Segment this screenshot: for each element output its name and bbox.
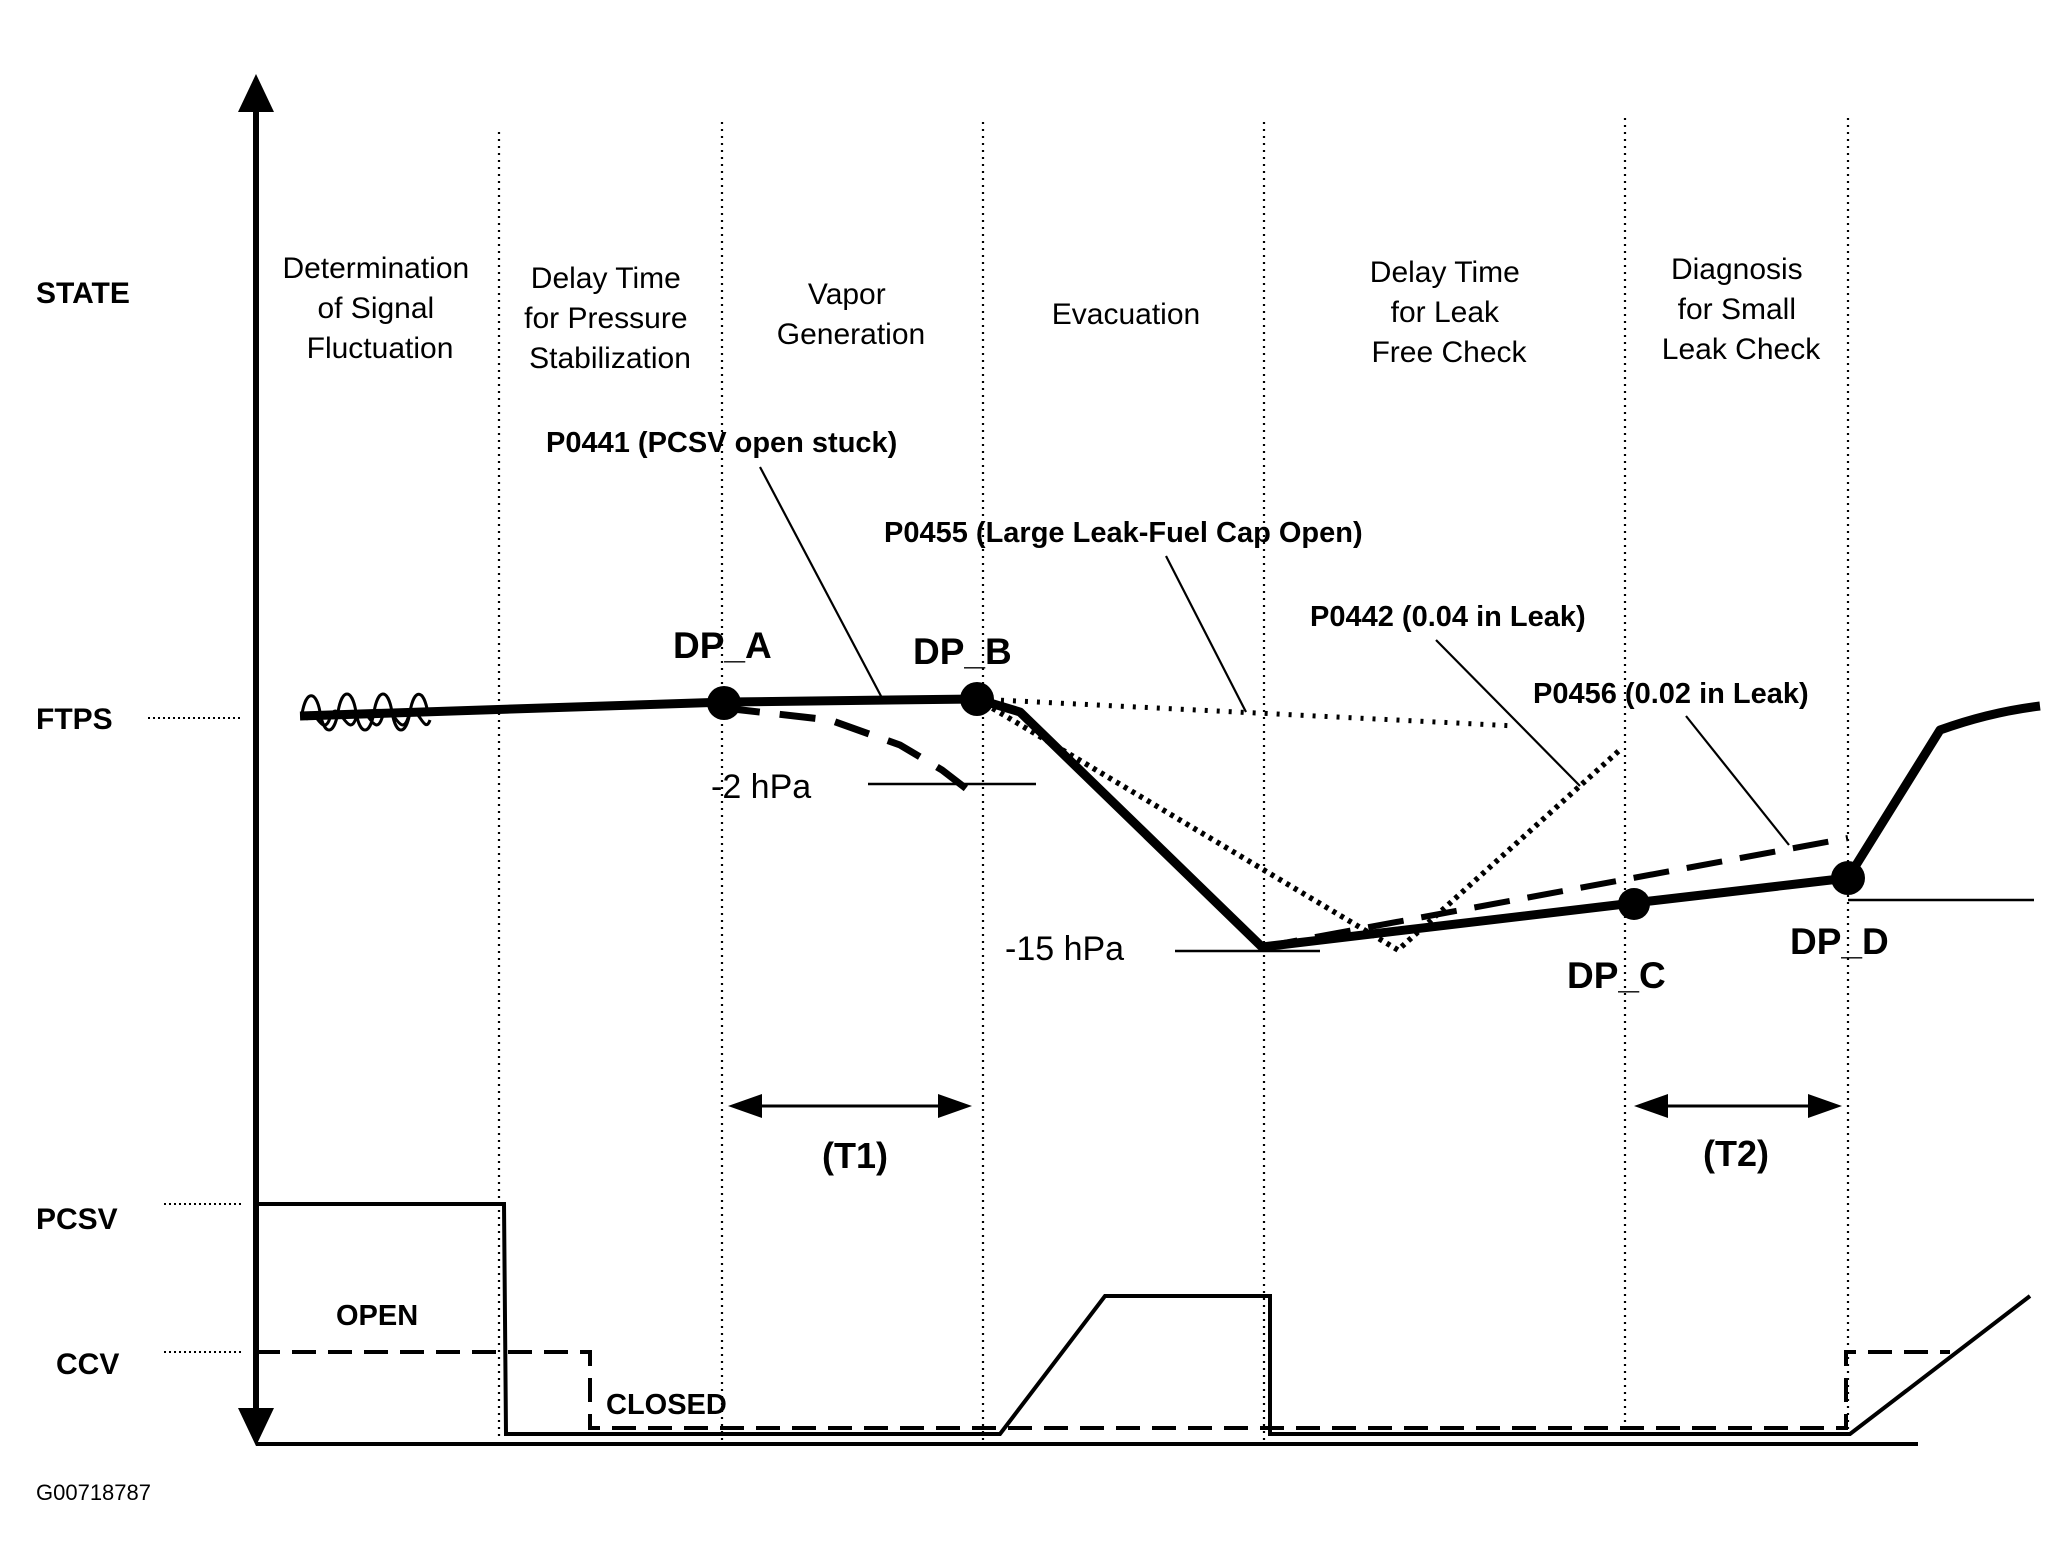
pcsv-valve-waveform xyxy=(256,1202,2032,1436)
phase-dividers xyxy=(497,118,1850,1440)
t1-label: (T1) xyxy=(822,1135,888,1176)
t2-interval-arrow xyxy=(1634,1094,1842,1118)
open-state-label: OPEN xyxy=(336,1300,418,1332)
phase-label-leak-free-check: Delay Time for Leak Free Check xyxy=(1370,256,1528,369)
t2-label: (T2) xyxy=(1703,1133,1769,1174)
phase-label-small-leak-check: Diagnosis for Small Leak Check xyxy=(1662,253,1821,366)
t1-interval-arrow xyxy=(728,1094,972,1118)
p0456-label: P0456 (0.02 in Leak) xyxy=(1533,678,1809,710)
p0456-small-leak-trace xyxy=(1261,835,1849,950)
closed-state-label: CLOSED xyxy=(606,1389,727,1421)
figure-id-label: G00718787 xyxy=(36,1480,151,1505)
dp-a-label: DP_A xyxy=(673,625,772,666)
p0441-leader xyxy=(759,466,883,699)
dp-c-label: DP_C xyxy=(1567,955,1666,996)
p0441-pcsv-stuck-trace xyxy=(723,704,971,793)
dp-d-point xyxy=(1831,861,1865,895)
phase-label-pressure-stabilization: Delay Time for Pressure Stabilization xyxy=(524,262,696,375)
p0441-label: P0441 (PCSV open stuck) xyxy=(546,427,897,459)
phase-label-vapor-generation: Vapor Generation xyxy=(777,278,925,351)
vertical-axis xyxy=(238,74,274,1446)
ftps-pressure-rise xyxy=(1844,701,2041,881)
ccv-valve-waveform xyxy=(256,1350,1950,1430)
phase-label-signal-fluctuation: Determination of Signal Fluctuation xyxy=(282,252,477,365)
ftps-label: FTPS xyxy=(36,703,113,736)
minus2-hpa-label: -2 hPa xyxy=(711,768,811,806)
pcsv-label: PCSV xyxy=(36,1203,118,1236)
p0442-label: P0442 (0.04 in Leak) xyxy=(1310,601,1586,633)
state-axis-label: STATE xyxy=(36,277,130,310)
p0442-leader xyxy=(1435,639,1581,787)
p0455-large-leak-trace xyxy=(976,696,1517,729)
dp-d-label: DP_D xyxy=(1790,921,1889,962)
ccv-label: CCV xyxy=(56,1348,119,1381)
ftps-pressure-trace xyxy=(299,694,1849,952)
dp-b-point xyxy=(960,682,994,716)
minus15-hpa-label: -15 hPa xyxy=(1005,930,1124,968)
dp-a-point xyxy=(707,686,741,720)
dp-b-label: DP_B xyxy=(913,631,1012,672)
dp-c-point xyxy=(1618,888,1650,920)
p0456-leader xyxy=(1685,715,1790,846)
p0442-medium-leak-trace xyxy=(975,696,1624,954)
phase-label-evacuation: Evacuation xyxy=(1052,298,1200,331)
p0455-label: P0455 (Large Leak-Fuel Cap Open) xyxy=(884,517,1363,549)
p0455-leader xyxy=(1165,555,1247,713)
